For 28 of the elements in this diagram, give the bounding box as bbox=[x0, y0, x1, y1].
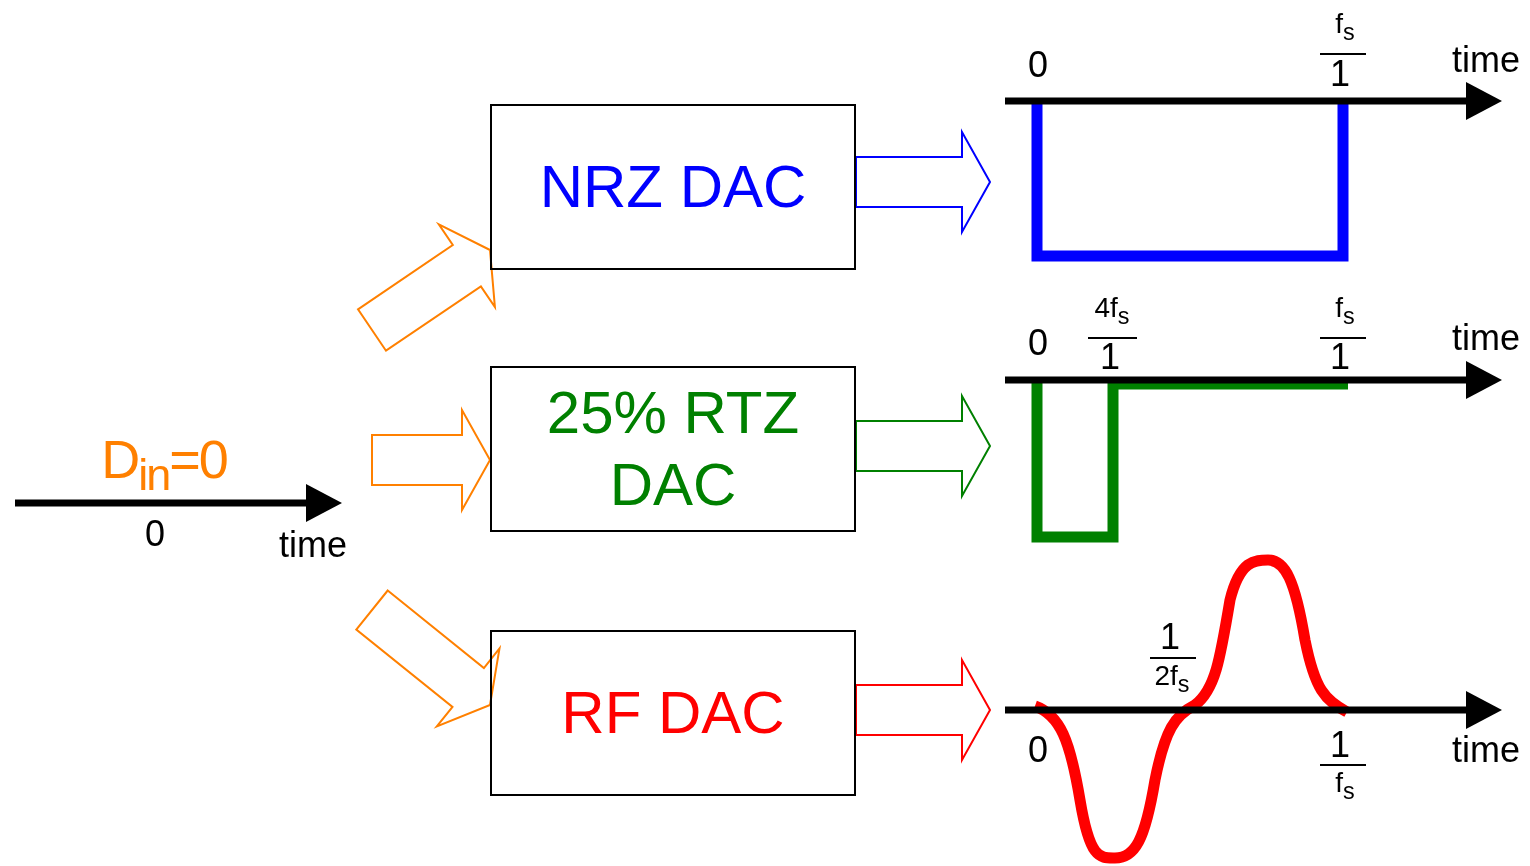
block-arrow bbox=[356, 221, 497, 353]
axis-label: 0 bbox=[1028, 325, 1048, 361]
dac-box: RF DAC bbox=[490, 630, 856, 796]
axis-label: time bbox=[1452, 320, 1520, 356]
axis-label: 0 bbox=[1028, 47, 1048, 83]
axis-label: 1 bbox=[1330, 727, 1350, 763]
block-arrow bbox=[855, 392, 992, 500]
block-arrow bbox=[354, 589, 502, 729]
axis-label: time bbox=[1452, 42, 1520, 78]
axis-label: time bbox=[1452, 732, 1520, 768]
axis-label: 0 bbox=[1028, 732, 1048, 768]
axis-label: f$_{s}$ bbox=[1335, 294, 1355, 328]
signal-label: D$_{in}$=0 bbox=[101, 432, 227, 497]
block-arrow bbox=[855, 656, 992, 764]
axis-label: 0 bbox=[145, 516, 165, 552]
dac-box: 25% RTZ DAC bbox=[490, 366, 856, 532]
axis-label: 1 bbox=[1330, 56, 1350, 92]
axis-label: 1 bbox=[1330, 339, 1350, 375]
block-arrow bbox=[855, 128, 992, 236]
axis-label: time bbox=[279, 527, 347, 563]
axis-label: 1 bbox=[1160, 619, 1180, 655]
block-arrow bbox=[371, 406, 492, 514]
axis-label: 2f$_{s}$ bbox=[1154, 662, 1190, 696]
axis-label: f$_{s}$ bbox=[1335, 769, 1355, 803]
dac-box: NRZ DAC bbox=[490, 104, 856, 270]
axis-label: 1 bbox=[1100, 339, 1120, 375]
axis-label: f$_{s}$ bbox=[1335, 10, 1355, 44]
axis-label: 4f$_{s}$ bbox=[1094, 294, 1130, 328]
